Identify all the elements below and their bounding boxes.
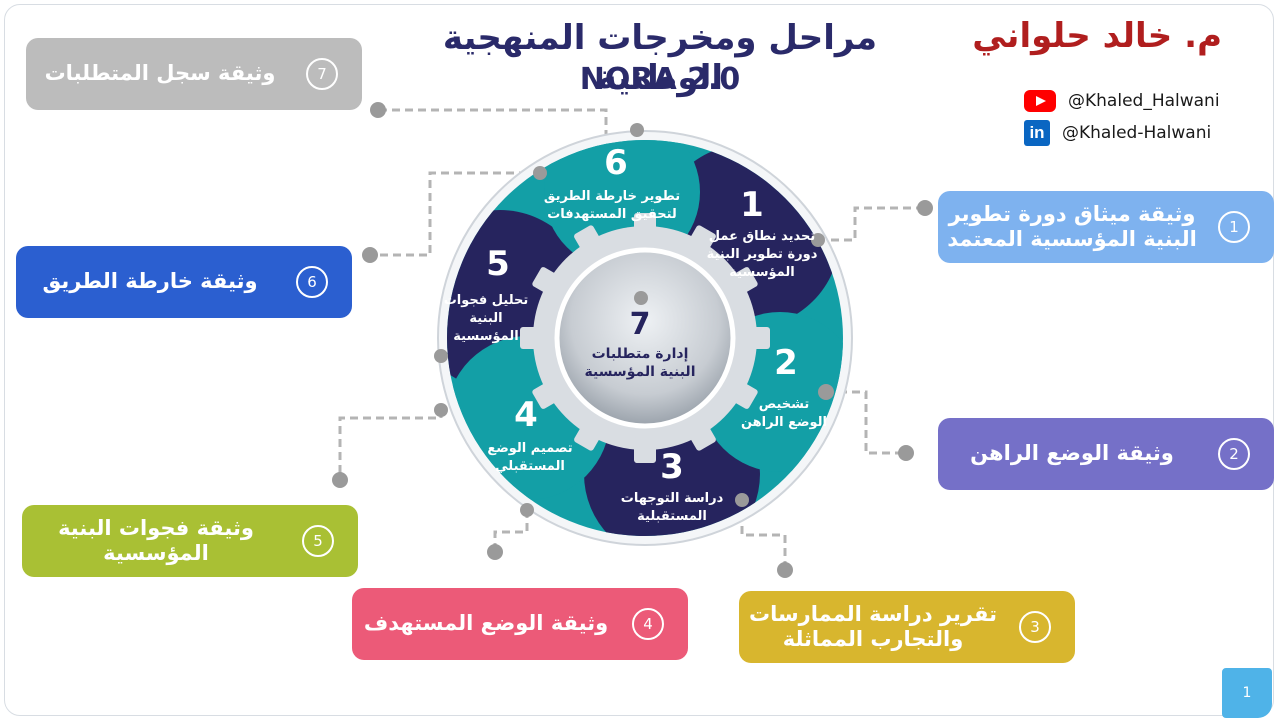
segment-3: 3 دراسة التوجهات المستقبلية [621,447,724,524]
connector-dot [487,544,503,560]
slide-frame [4,4,1274,716]
segment-4: 4 تصميم الوضع المستقبلي [487,395,572,474]
output-label-1: وثيقة ميثاق دورة تطوير البنية المؤسسية ا… [947,201,1197,251]
output-number-4: 4 [632,608,664,640]
linkedin-link[interactable]: in @Khaled-Halwani [1024,120,1211,146]
gear-tooth [686,225,716,257]
gear-tooth [532,379,564,409]
output-number-3: 3 [1019,611,1051,643]
center-label-line1: إدارة متطلبات [592,346,689,362]
gear-tooth [574,225,604,257]
gear-tooth [726,379,758,409]
segment-5-line3: المؤسسية [453,329,518,344]
connector-dot [520,503,534,517]
connector-dot [811,233,825,247]
output-label-2: وثيقة الوضع الراهن [970,441,1174,466]
output-box-7[interactable]: 7 وثيقة سجل المتطلبات [26,38,362,110]
output-number-5: 5 [302,525,334,557]
gear-tooth [726,267,758,297]
output-label-3: تقرير دراسة الممارسات والتجارب المماثلة [749,601,997,651]
author-name: م. خالد حلواني [972,16,1222,56]
connector-dot [917,200,933,216]
output-box-2[interactable]: 2 وثيقة الوضع الراهن [938,418,1274,490]
connector-dot [434,349,448,363]
output-box-4[interactable]: 4 وثيقة الوضع المستهدف [352,588,688,660]
youtube-link[interactable]: @Khaled_Halwani [1024,88,1220,114]
connector-dot [434,403,448,417]
connector-dot [634,291,648,305]
segment-6-number: 6 [604,143,628,183]
output-number-1: 1 [1218,211,1250,243]
segment-1-line3: المؤسسية [729,265,794,280]
output-box-1[interactable]: 1 وثيقة ميثاق دورة تطوير البنية المؤسسية… [938,191,1274,263]
segment-5-line1: تحليل فجوات [444,293,529,308]
gear-tooth [520,327,546,349]
segment-3-number: 3 [660,447,684,487]
connector-dot [533,166,547,180]
connector-dot [630,123,644,137]
output-number-6: 6 [296,266,328,298]
output-number-2: 2 [1218,438,1250,470]
segment-5-line2: البنية [469,311,502,326]
segment-3-line1: دراسة التوجهات [621,491,724,506]
page-subtitle: NORA 2.0 [579,62,741,97]
connector-dot [898,445,914,461]
gear-tooth [686,419,716,451]
gear-tooth [634,437,656,463]
output-label-4: وثيقة الوضع المستهدف [363,611,609,636]
linkedin-handle: @Khaled-Halwani [1062,123,1212,143]
segment-5-number: 5 [486,244,510,284]
output-label-6: وثيقة خارطة الطريق [42,269,258,294]
segment-1-line1: تحديد نطاق عمل [709,229,815,244]
center-label-line2: البنية المؤسسية [584,364,695,380]
segment-6-line1: تطوير خارطة الطريق [544,189,680,204]
connector-dot [777,562,793,578]
segment-2-line1: تشخيص [759,397,810,412]
connector-1 [818,206,925,242]
youtube-handle: @Khaled_Halwani [1068,91,1220,111]
segment-1-line2: دورة تطوير البنية [707,247,818,262]
connector-dot [370,102,386,118]
segment-4-number: 4 [514,395,538,435]
gear-tooth [532,267,564,297]
segment-1: 1 تحديد نطاق عمل دورة تطوير البنية المؤس… [707,185,818,280]
youtube-icon [1024,90,1056,112]
segment-4-line2: المستقبلي [495,459,565,474]
segment-3-line2: المستقبلية [637,509,707,524]
connector-dot [818,384,834,400]
segment-2: 2 تشخيص الوضع الراهن [741,343,827,430]
connector-2 [826,390,906,455]
center-disc [554,247,736,429]
connector-dot [332,472,348,488]
segment-1-number: 1 [740,185,764,225]
center-number: 7 [630,307,651,342]
segment-4-line1: تصميم الوضع [487,441,572,456]
gear-tooth [744,327,770,349]
segment-2-number: 2 [774,343,798,383]
connector-5 [338,410,443,480]
connector-6 [370,171,540,257]
linkedin-icon: in [1024,120,1050,146]
output-label-5: وثيقة فجوات البنية المؤسسية [58,515,254,565]
output-label-7: وثيقة سجل المتطلبات [44,61,276,86]
gear-tooth [574,419,604,451]
output-box-5[interactable]: 5 وثيقة فجوات البنية المؤسسية [22,505,358,577]
page-title: مراحل ومخرجات المنهجية الوطنية [442,18,878,98]
output-box-6[interactable]: 6 وثيقة خارطة الطريق [16,246,352,318]
output-number-7: 7 [306,58,338,90]
segment-5: 5 تحليل فجوات البنية المؤسسية [444,244,529,344]
gear-tooth [634,213,656,239]
output-box-3[interactable]: 3 تقرير دراسة الممارسات والتجارب المماثل… [739,591,1075,663]
connector-dot [362,247,378,263]
segment-6-line2: لتحقيق المستهدفات [547,207,677,222]
segment-2-line2: الوضع الراهن [741,415,827,430]
segment-6: 6 تطوير خارطة الطريق لتحقيق المستهدفات [544,143,680,222]
connector-dot [735,493,749,507]
slide-number: 1 [1222,668,1272,718]
